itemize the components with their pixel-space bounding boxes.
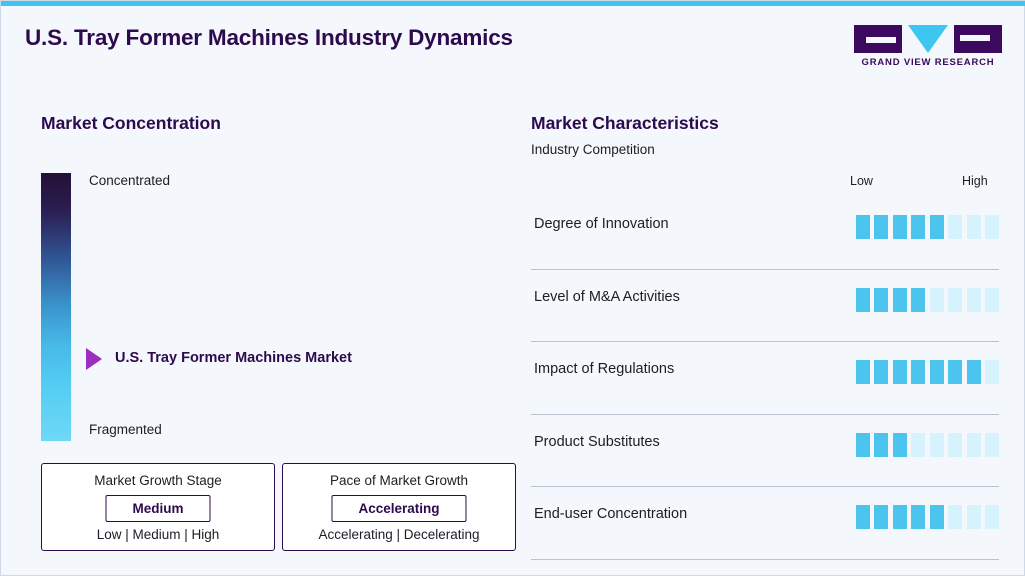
market-position-arrow-icon	[86, 348, 102, 370]
meter-segment-filled	[855, 287, 870, 312]
market-growth-stage-value: Medium	[105, 495, 211, 522]
meter-segment-empty	[985, 505, 999, 529]
meter-segment-empty	[985, 287, 999, 312]
meter-segment-filled	[911, 287, 925, 312]
concentration-gradient-bar	[41, 173, 71, 441]
meter-segment-filled	[874, 287, 888, 312]
meter-segment-empty	[966, 215, 981, 239]
characteristic-meter	[855, 360, 999, 384]
meter-segment-filled	[874, 505, 888, 529]
meter-segment-filled	[929, 505, 944, 529]
logo-left-notch	[866, 37, 896, 43]
meter-segment-empty	[911, 432, 925, 457]
characteristic-row: Level of M&A Activities	[531, 270, 999, 342]
market-characteristics-title: Market Characteristics	[531, 113, 719, 133]
characteristic-meter	[855, 505, 999, 529]
market-growth-stage-box: Market Growth Stage Medium Low | Medium …	[41, 463, 275, 551]
meter-segment-filled	[855, 360, 870, 384]
concentration-top-label: Concentrated	[89, 173, 171, 188]
meter-segment-filled	[855, 432, 870, 457]
characteristic-label: Product Substitutes	[534, 433, 660, 450]
meter-segment-filled	[874, 432, 888, 457]
meter-segment-filled	[874, 215, 888, 239]
characteristic-row: Degree of Innovation	[531, 197, 999, 270]
meter-segment-filled	[929, 360, 944, 384]
meter-segment-filled	[892, 215, 907, 239]
characteristic-label: End-user Concentration	[534, 506, 688, 522]
meter-segment-filled	[911, 215, 925, 239]
scale-label-high: High	[962, 174, 988, 188]
pace-of-market-growth-value: Accelerating	[331, 495, 467, 522]
meter-segment-empty	[966, 432, 981, 457]
characteristic-label: Impact of Regulations	[534, 361, 675, 377]
meter-segment-empty	[985, 215, 999, 239]
meter-segment-empty	[948, 505, 962, 529]
logo-right-block	[954, 25, 1002, 53]
logo-left-block	[854, 25, 902, 53]
scale-label-low: Low	[850, 174, 873, 188]
market-concentration-title: Market Concentration	[41, 113, 221, 133]
page-title: U.S. Tray Former Machines Industry Dynam…	[25, 25, 513, 50]
meter-segment-empty	[948, 215, 962, 239]
pace-of-market-growth-box: Pace of Market Growth Accelerating Accel…	[282, 463, 516, 551]
meter-segment-filled	[892, 360, 907, 384]
meter-segment-filled	[966, 360, 981, 384]
pace-of-market-growth-scale: Accelerating | Decelerating	[318, 527, 480, 542]
meter-segment-empty	[985, 432, 999, 457]
meter-segment-empty	[985, 360, 999, 384]
market-growth-stage-scale: Low | Medium | High	[96, 527, 220, 542]
characteristic-label: Level of M&A Activities	[534, 288, 680, 305]
meter-segment-filled	[855, 215, 870, 239]
meter-segment-filled	[892, 287, 907, 312]
characteristic-label: Degree of Innovation	[534, 216, 669, 232]
concentration-bottom-label: Fragmented	[89, 422, 162, 437]
characteristic-row: Product Substitutes	[531, 415, 999, 487]
market-position-label: U.S. Tray Former Machines Market	[115, 350, 352, 366]
meter-segment-empty	[929, 432, 944, 457]
top-accent-bar	[1, 1, 1025, 6]
characteristic-row: End-user Concentration	[531, 487, 999, 560]
meter-segment-empty	[948, 287, 962, 312]
meter-segment-filled	[911, 360, 925, 384]
meter-segment-filled	[855, 505, 870, 529]
logo-right-notch	[960, 35, 990, 41]
pace-of-market-growth-title: Pace of Market Growth	[329, 473, 469, 488]
market-growth-stage-title: Market Growth Stage	[94, 473, 222, 488]
characteristic-row: Impact of Regulations	[531, 342, 999, 415]
meter-segment-empty	[966, 505, 981, 529]
meter-segment-filled	[911, 505, 925, 529]
meter-segment-filled	[874, 360, 888, 384]
characteristic-meter	[855, 215, 999, 239]
logo-mark	[854, 25, 1002, 53]
characteristic-meter	[855, 287, 999, 312]
meter-segment-filled	[892, 432, 907, 457]
meter-segment-empty	[966, 287, 981, 312]
market-characteristics-subtitle: Industry Competition	[531, 142, 655, 157]
brand-logo: GRAND VIEW RESEARCH	[854, 25, 1002, 69]
meter-segment-filled	[948, 360, 962, 384]
meter-segment-empty	[929, 287, 944, 312]
characteristic-meter	[855, 432, 999, 457]
logo-text: GRAND VIEW RESEARCH	[861, 57, 995, 68]
meter-segment-empty	[948, 432, 962, 457]
meter-segment-filled	[892, 505, 907, 529]
meter-segment-filled	[929, 215, 944, 239]
logo-triangle-icon	[908, 25, 948, 53]
